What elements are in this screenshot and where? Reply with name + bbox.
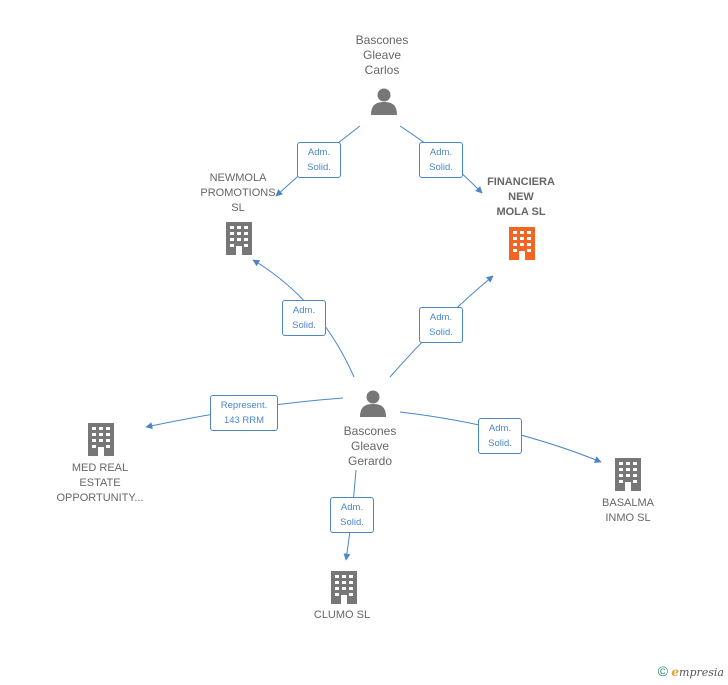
edge-label-gerardo-medreal: Represent. 143 RRM: [210, 395, 278, 431]
building-icon-clumo[interactable]: [331, 571, 357, 604]
brand-footer[interactable]: © empresia: [658, 663, 724, 679]
edge-label-gerardo-financiera: Adm. Solid.: [419, 307, 463, 343]
company-name-basalma[interactable]: BASALMA INMO SL: [602, 497, 654, 524]
person-icon-carlos[interactable]: [371, 88, 397, 116]
copyright-icon: ©: [657, 663, 669, 679]
person-name-gerardo[interactable]: Bascones Gleave Gerardo: [343, 424, 397, 468]
company-name-newmola[interactable]: NEWMOLA PROMOTIONS SL: [200, 172, 276, 214]
brand-name: mpresia: [679, 666, 724, 679]
brand-initial: e: [671, 665, 680, 679]
person-name-carlos[interactable]: Bascones Gleave Carlos: [355, 33, 409, 77]
edge-label-gerardo-basalma: Adm. Solid.: [478, 418, 522, 454]
company-name-medreal[interactable]: MED REAL ESTATE OPPORTUNITY...: [56, 462, 144, 504]
building-icon-financiera[interactable]: [509, 227, 535, 260]
edge-label-carlos-financiera: Adm. Solid.: [419, 142, 463, 178]
person-icon-gerardo[interactable]: [360, 390, 386, 418]
building-icon-medreal[interactable]: [88, 423, 114, 456]
edge-label-carlos-newmola: Adm. Solid.: [297, 142, 341, 178]
building-icon-basalma[interactable]: [615, 458, 641, 491]
edge-label-gerardo-newmola: Adm. Solid.: [282, 300, 326, 336]
company-name-financiera[interactable]: FINANCIERA NEW MOLA SL: [487, 176, 555, 218]
company-name-clumo[interactable]: CLUMO SL: [313, 609, 371, 621]
building-icon-newmola[interactable]: [226, 222, 252, 255]
edge-label-gerardo-clumo: Adm. Solid.: [330, 497, 374, 533]
